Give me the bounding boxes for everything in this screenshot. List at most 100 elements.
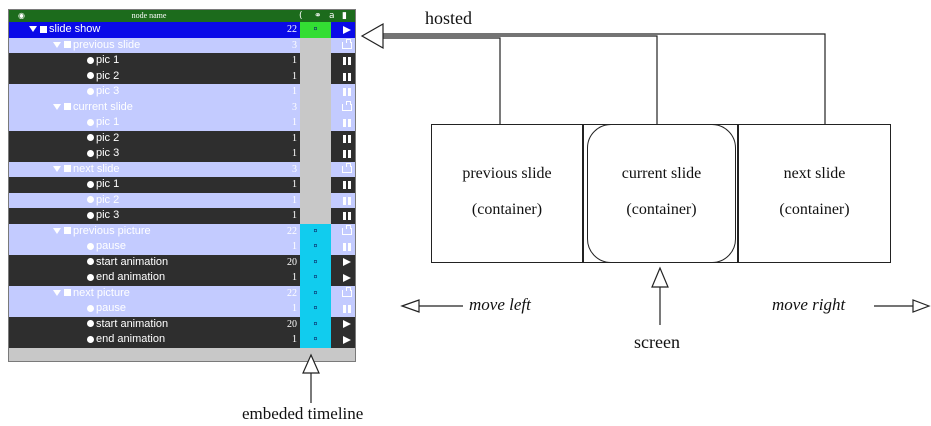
expand-arrow-icon[interactable] — [53, 103, 61, 110]
timeline-cell[interactable] — [300, 192, 331, 208]
timeline-cell[interactable] — [300, 68, 331, 84]
timeline-cell[interactable] — [300, 146, 331, 162]
play-icon[interactable] — [339, 22, 355, 38]
timeline-cell[interactable] — [300, 208, 331, 224]
tree-row-count: 1 — [292, 272, 297, 283]
timeline-cell[interactable] — [300, 99, 331, 115]
pause-glyph — [343, 181, 352, 189]
expand-arrow-icon[interactable] — [53, 289, 61, 296]
expand-arrow-icon[interactable] — [29, 26, 37, 33]
timeline-cell[interactable] — [300, 53, 331, 69]
item-dot-icon — [87, 149, 94, 157]
tree-row[interactable]: end animation 1¤ — [9, 270, 355, 286]
tree-row-name: previous picture — [53, 224, 151, 240]
expand-arrow-icon[interactable] — [53, 165, 61, 172]
expand-arrow-icon[interactable] — [53, 227, 61, 234]
timeline-cell[interactable]: ¤ — [300, 316, 331, 332]
column-header-node-name[interactable]: node name — [131, 11, 167, 20]
pause-icon[interactable] — [339, 53, 355, 69]
timeline-cell[interactable]: ¤ — [300, 22, 331, 38]
previous-slide-title: previous slide — [462, 165, 552, 182]
item-dot-icon — [87, 258, 94, 266]
next-slide-subtitle: (container) — [779, 201, 850, 218]
play-icon[interactable] — [339, 317, 355, 333]
tree-row-name: end animation — [87, 332, 165, 348]
tree-row-count: 22 — [287, 287, 297, 299]
tree-row-count: 1 — [292, 70, 297, 82]
pause-icon[interactable] — [339, 301, 355, 317]
timeline-cell[interactable] — [300, 115, 331, 131]
tree-row-name: pic 3 — [87, 146, 119, 162]
container-icon[interactable] — [339, 224, 355, 240]
pause-icon[interactable] — [339, 131, 355, 147]
eye-icon[interactable]: ◉ — [18, 11, 25, 20]
container-icon[interactable] — [339, 286, 355, 302]
play-icon[interactable] — [339, 270, 355, 286]
tree-row-label: pause — [96, 240, 126, 252]
timeline-cell[interactable]: ¤ — [300, 301, 331, 317]
tree-row[interactable]: previous picture 22¤ — [9, 223, 355, 240]
tree-row-label: pic 2 — [96, 69, 120, 82]
timeline-cell[interactable] — [300, 161, 331, 177]
tree-row-label: end animation — [96, 271, 166, 283]
timeline-cell[interactable] — [300, 130, 331, 146]
timeline-cell[interactable]: ¤ — [300, 239, 331, 255]
timeline-arrowhead — [302, 353, 320, 374]
play-icon[interactable] — [339, 332, 355, 348]
container-icon[interactable] — [339, 162, 355, 178]
tree-row-label: pic 1 — [96, 178, 120, 190]
tree-row-name: end animation — [87, 270, 165, 286]
pause-glyph — [343, 150, 352, 158]
timeline-cell[interactable]: ¤ — [300, 254, 331, 270]
tree-row-count: 1 — [292, 86, 297, 97]
pause-icon[interactable] — [339, 239, 355, 255]
container-icon[interactable] — [339, 38, 355, 54]
item-dot-icon — [87, 72, 94, 80]
pause-icon[interactable] — [339, 208, 355, 224]
container-icon[interactable] — [339, 100, 355, 116]
timeline-cell[interactable]: ¤ — [300, 285, 331, 301]
pause-icon[interactable] — [339, 177, 355, 193]
pause-glyph — [343, 72, 352, 81]
pause-icon[interactable] — [339, 84, 355, 100]
pause-icon[interactable] — [339, 146, 355, 162]
container-glyph — [342, 224, 352, 235]
play-icon[interactable] — [339, 255, 355, 271]
timeline-cell[interactable]: ¤ — [300, 223, 331, 239]
item-dot-icon — [87, 87, 94, 95]
pause-icon[interactable] — [339, 193, 355, 209]
timeline-cell[interactable]: ¤ — [300, 270, 331, 286]
tree-row-count: 1 — [292, 303, 297, 314]
tree-row-label: pic 3 — [96, 147, 120, 159]
timeline-cell[interactable]: ¤ — [300, 332, 331, 348]
expand-arrow-icon[interactable] — [53, 41, 61, 48]
pause-icon[interactable] — [339, 115, 355, 131]
timeline-cell[interactable] — [300, 177, 331, 193]
tree-row-count: 22 — [287, 225, 297, 237]
tree-row[interactable]: pic 2 1 — [9, 68, 355, 85]
pause-icon[interactable] — [339, 69, 355, 85]
key-icon: ⚭ — [314, 11, 322, 21]
timeline-cell[interactable] — [300, 37, 331, 53]
timeline-cell[interactable] — [300, 84, 331, 100]
